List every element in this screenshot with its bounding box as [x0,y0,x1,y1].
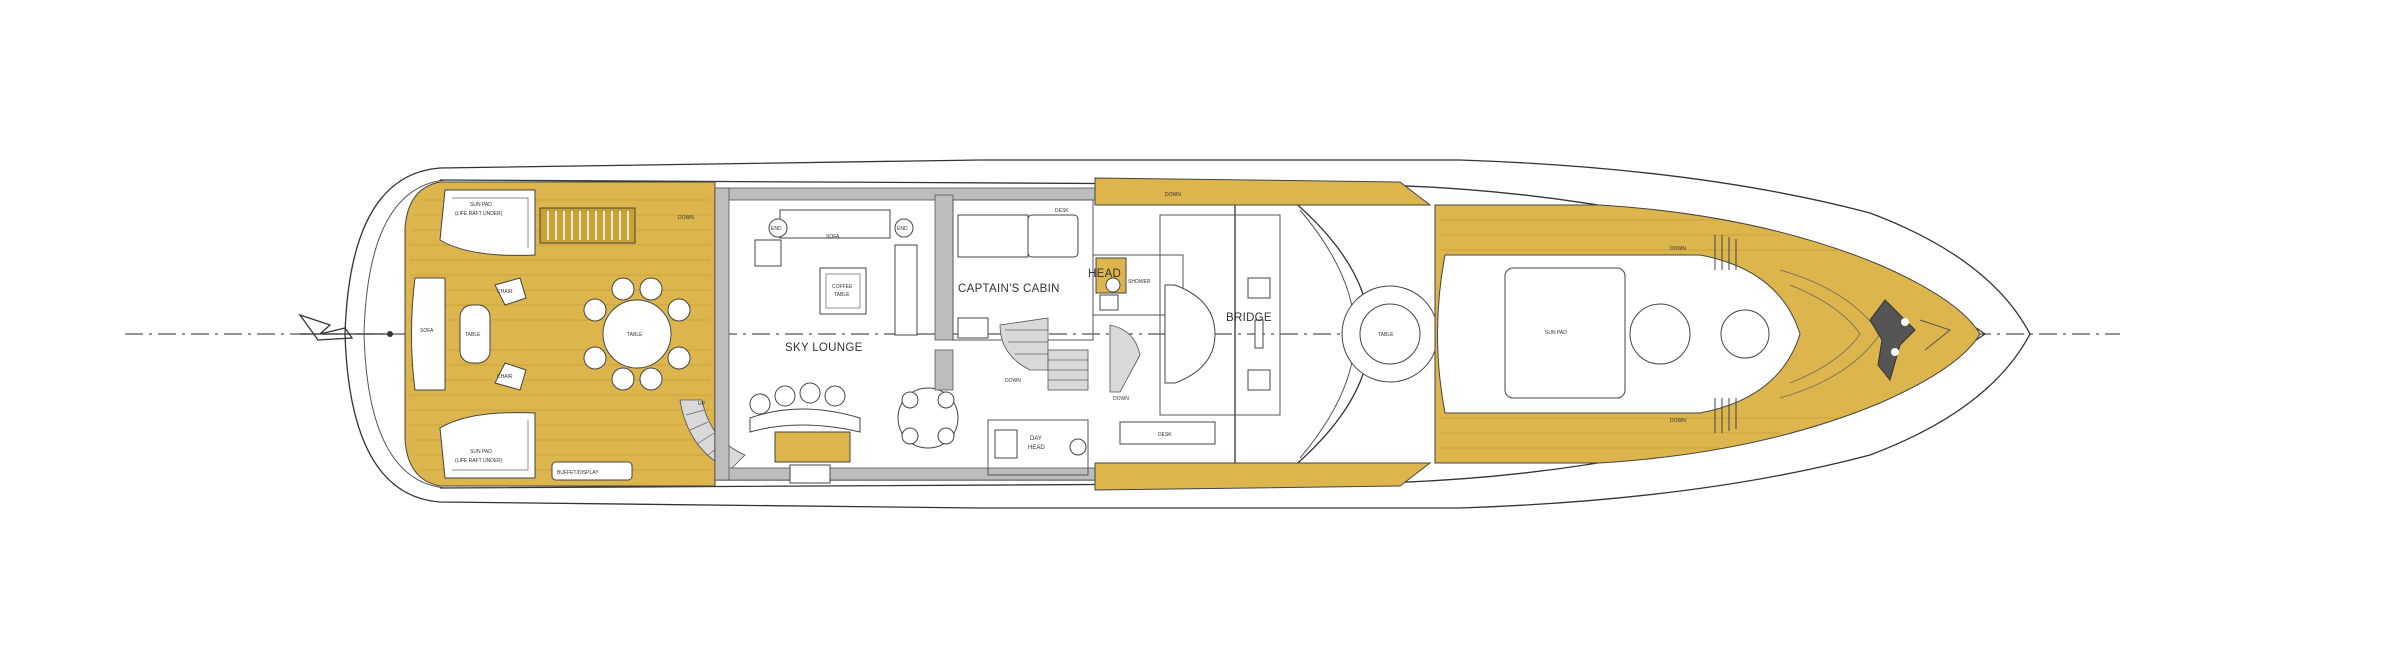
aft-settee: TABLE SOFA [411,277,491,391]
sun-pad-aft-top: SUN PAD (LIFE RAFT UNDER) [439,189,536,256]
center-stairs: DOWN DOWN [999,317,1141,402]
svg-text:SHOWER: SHOWER [1128,279,1151,285]
svg-text:COFFEE: COFFEE [832,284,853,290]
coffee-table: COFFEE TABLE [819,267,867,315]
label-captains-cabin: CAPTAIN'S CABIN [958,283,1060,295]
fore-settee: TABLE [1341,285,1439,383]
side-deck-top [1094,177,1432,206]
svg-text:DAY: DAY [1030,436,1042,442]
foredeck-planking [1440,219,1840,449]
day-head: DAY HEAD [987,419,1089,476]
captains-cabin: CAPTAIN'S CABIN [952,199,1094,341]
svg-text:HEAD: HEAD [1028,445,1045,451]
label-bridge: BRIDGE [1226,312,1272,324]
svg-text:BUFFET/DISPLAY: BUFFET/DISPLAY [557,470,599,476]
svg-text:SOFA: SOFA [420,328,434,334]
buffet: BUFFET/DISPLAY [551,461,633,481]
svg-text:(LIFE RAFT UNDER): (LIFE RAFT UNDER) [455,458,503,464]
svg-text:SUN PAD: SUN PAD [470,202,492,208]
svg-text:CHAIR: CHAIR [497,289,513,295]
svg-text:DOWN: DOWN [1670,246,1686,252]
dining-table: TABLE [583,277,691,391]
svg-text:UP: UP [698,401,706,407]
bar-stools [749,382,861,484]
chair-bottom: CHAIR [494,362,527,391]
svg-text:TABLE: TABLE [834,292,850,298]
bridge-area: BRIDGE DESK DESK [1055,208,1281,445]
head: HEAD SHOWER [1088,254,1184,316]
svg-text:DOWN: DOWN [1165,192,1181,198]
svg-text:TABLE: TABLE [1378,332,1394,338]
svg-text:SOFA: SOFA [826,234,840,240]
svg-text:DOWN: DOWN [1113,396,1129,402]
svg-text:END: END [771,226,782,232]
svg-text:SUN PAD: SUN PAD [470,449,492,455]
hull-outline [344,159,2031,509]
label-down-aft: DOWN [678,215,694,221]
game-table [897,387,959,449]
hull-inner [363,179,446,489]
svg-text:TABLE: TABLE [627,332,643,338]
svg-text:DOWN: DOWN [1670,418,1686,424]
svg-text:END: END [897,226,908,232]
sun-pad-aft-bottom: SUN PAD (LIFE RAFT UNDER) [439,412,536,479]
svg-text:DESK: DESK [1055,208,1069,214]
svg-text:SUN PAD: SUN PAD [1545,330,1567,336]
aft-stairs [539,207,636,244]
svg-text:CHAIR: CHAIR [497,374,513,380]
svg-text:DESK: DESK [1158,432,1172,438]
svg-text:DOWN: DOWN [1005,378,1021,384]
chair-top: CHAIR [494,277,527,306]
bow-stairs [1714,235,1737,433]
svg-text:(LIFE RAFT UNDER): (LIFE RAFT UNDER) [455,211,503,217]
svg-text:TABLE: TABLE [465,332,481,338]
label-sky-lounge: SKY LOUNGE [785,342,863,354]
side-deck-bottom [1094,462,1432,491]
superstructure-outline [439,179,1987,489]
lounge-sofa: SOFA END END [754,209,918,336]
stern-flag [298,313,393,341]
anchor-windlass [1779,269,1952,399]
svg-text:HEAD: HEAD [1088,268,1121,280]
